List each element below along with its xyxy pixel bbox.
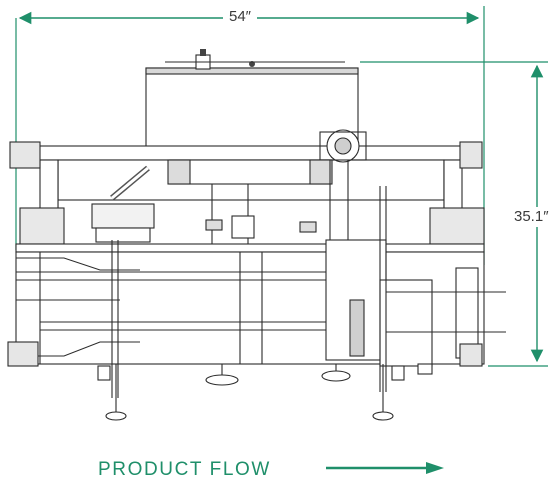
product-flow-label: PRODUCT FLOW — [98, 459, 271, 480]
arrow-right-head — [426, 462, 444, 474]
tape-head — [91, 203, 155, 229]
upper-frame — [37, 145, 463, 161]
control-box — [145, 67, 359, 149]
caster-top-left — [9, 141, 41, 169]
caster-bottom-left — [7, 341, 39, 367]
width-dimension-label: 54″ — [223, 9, 257, 25]
bed-top — [15, 243, 485, 253]
caster-bottom-right — [459, 343, 483, 367]
height-dimension-label: 35.1″ — [514, 207, 549, 227]
side-guide-left — [19, 207, 65, 245]
machine — [7, 49, 506, 421]
caster-top-right — [459, 141, 483, 169]
leveling-feet — [97, 363, 433, 421]
carriage — [169, 159, 331, 185]
side-guide-right — [429, 207, 485, 245]
